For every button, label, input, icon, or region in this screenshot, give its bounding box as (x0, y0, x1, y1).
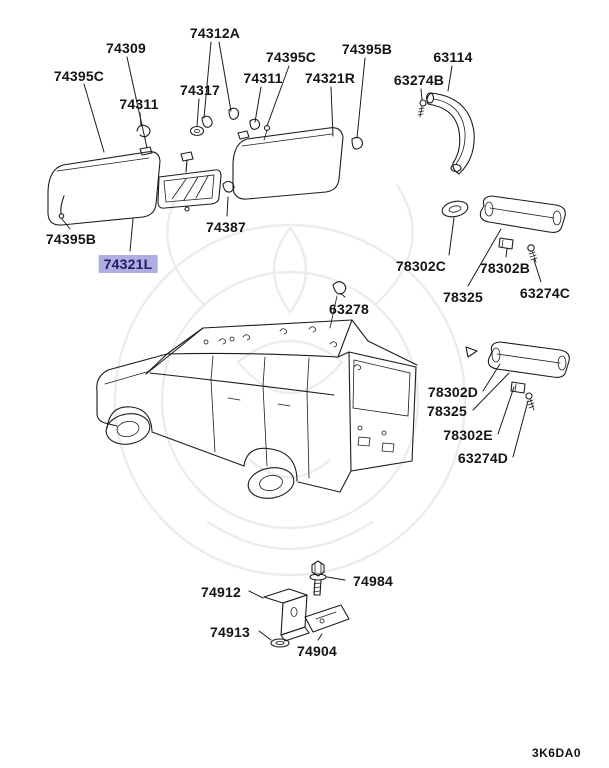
part-label-78302B: 78302B (479, 260, 531, 276)
part-label-74387: 74387 (206, 219, 246, 235)
part-label-74321L-selected: 74321L (98, 255, 158, 273)
leader-lines (61, 41, 542, 641)
assist-grip-rear-drawing (441, 195, 566, 263)
part-label-74395C: 74395C (53, 68, 105, 84)
part-label-74395C: 74395C (265, 49, 317, 65)
vehicle-body-drawing (96, 319, 418, 499)
part-label-63278: 63278 (329, 301, 369, 317)
part-label-74312A: 74312A (189, 25, 241, 41)
part-label-78325: 78325 (443, 289, 483, 305)
part-label-78302D: 78302D (427, 384, 479, 400)
part-label-74912: 74912 (201, 584, 241, 600)
sun-visor-left-drawing (47, 146, 161, 226)
watermark-emblem (113, 183, 467, 577)
part-label-74311: 74311 (119, 96, 159, 112)
part-label-78302E: 78302E (443, 427, 493, 443)
part-label-78325: 78325 (427, 403, 467, 419)
part-label-74904: 74904 (297, 643, 337, 659)
ceiling-clip-drawing (329, 281, 347, 329)
part-label-63114: 63114 (433, 49, 473, 65)
assist-grip-side-drawing (465, 341, 570, 411)
part-label-74311: 74311 (243, 70, 283, 86)
sun-visor-right-drawing (222, 127, 363, 200)
part-label-74321R: 74321R (304, 70, 356, 86)
part-label-63274C: 63274C (519, 285, 571, 301)
part-label-74984: 74984 (353, 573, 393, 589)
assist-grip-curved-drawing (417, 92, 475, 175)
part-label-63274B: 63274B (393, 72, 445, 88)
mounting-clips-drawing (136, 107, 271, 141)
part-label-74317: 74317 (180, 82, 220, 98)
part-label-74913: 74913 (210, 624, 250, 640)
part-label-78302C: 78302C (395, 258, 447, 274)
bracket-parts-drawing (263, 560, 350, 648)
rearview-mirror-drawing (157, 151, 222, 212)
diagram-code: 3K6DA0 (531, 746, 581, 760)
part-label-74309: 74309 (106, 40, 146, 56)
part-label-74395B: 74395B (45, 231, 97, 247)
part-label-63274D: 63274D (457, 450, 509, 466)
part-label-74395B: 74395B (341, 41, 393, 57)
